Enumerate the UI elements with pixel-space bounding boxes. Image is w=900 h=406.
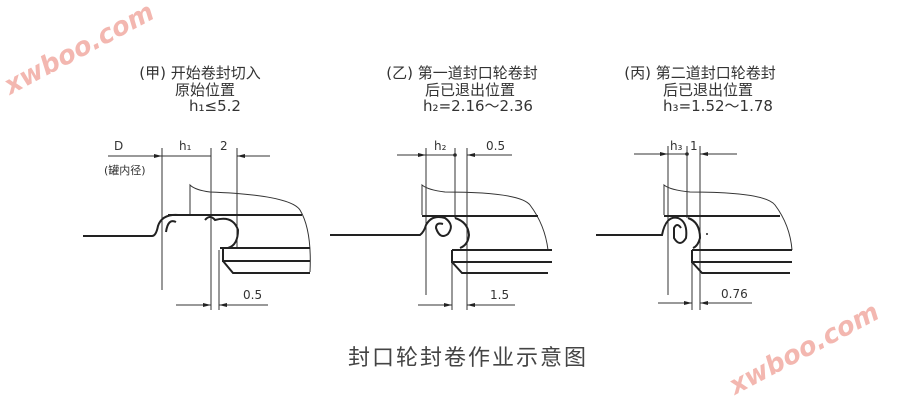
watermark-bottom: xwboo.com — [722, 297, 884, 402]
panel-title: (乙) 第一道封口轮卷封 — [386, 64, 537, 82]
dim-d-note: (罐内径) — [104, 163, 146, 177]
panel-title: (甲) 开始卷封切入 — [139, 64, 260, 82]
panel-subtitle: 原始位置 — [175, 81, 235, 99]
dim-bottom-label: 0.5 — [243, 288, 262, 302]
panel-formula: h₂=2.16～2.36 — [423, 97, 533, 115]
dim-right-label: 2 — [220, 139, 228, 153]
dim-h-label: h₃ — [670, 139, 683, 153]
dim-right-label: 1 — [690, 139, 698, 153]
panel-first-operation: (乙) 第一道封口轮卷封 后已退出位置 h₂=2.16～2.36 h₂ 0.5 … — [330, 64, 552, 310]
panel-title: (丙) 第二道封口轮卷封 — [624, 64, 775, 82]
diagram-caption: 封口轮封卷作业示意图 — [348, 346, 588, 371]
dim-right-label: 0.5 — [486, 139, 505, 153]
watermark-top: xwboo.com — [0, 0, 159, 102]
dim-bottom-label: 1.5 — [490, 288, 509, 302]
dim-d-label: D — [114, 139, 123, 153]
dim-h-label: h₁ — [179, 139, 192, 153]
panel-subtitle: 后已退出位置 — [663, 81, 753, 99]
panel-subtitle: 后已退出位置 — [425, 81, 515, 99]
dim-bottom-label: 0.76 — [721, 287, 748, 301]
panel-formula: h₃=1.52～1.78 — [663, 97, 773, 115]
panel-formula: h₁≤5.2 — [189, 97, 241, 115]
panel-start-position: (甲) 开始卷封切入 原始位置 h₁≤5.2 D (罐内径) h₁ 2 0.5 — [83, 64, 311, 310]
dim-h-label: h₂ — [434, 139, 447, 153]
panel-second-operation: (丙) 第二道封口轮卷封 后已退出位置 h₃=1.52～1.78 h₃ 1 0.… — [596, 64, 793, 310]
